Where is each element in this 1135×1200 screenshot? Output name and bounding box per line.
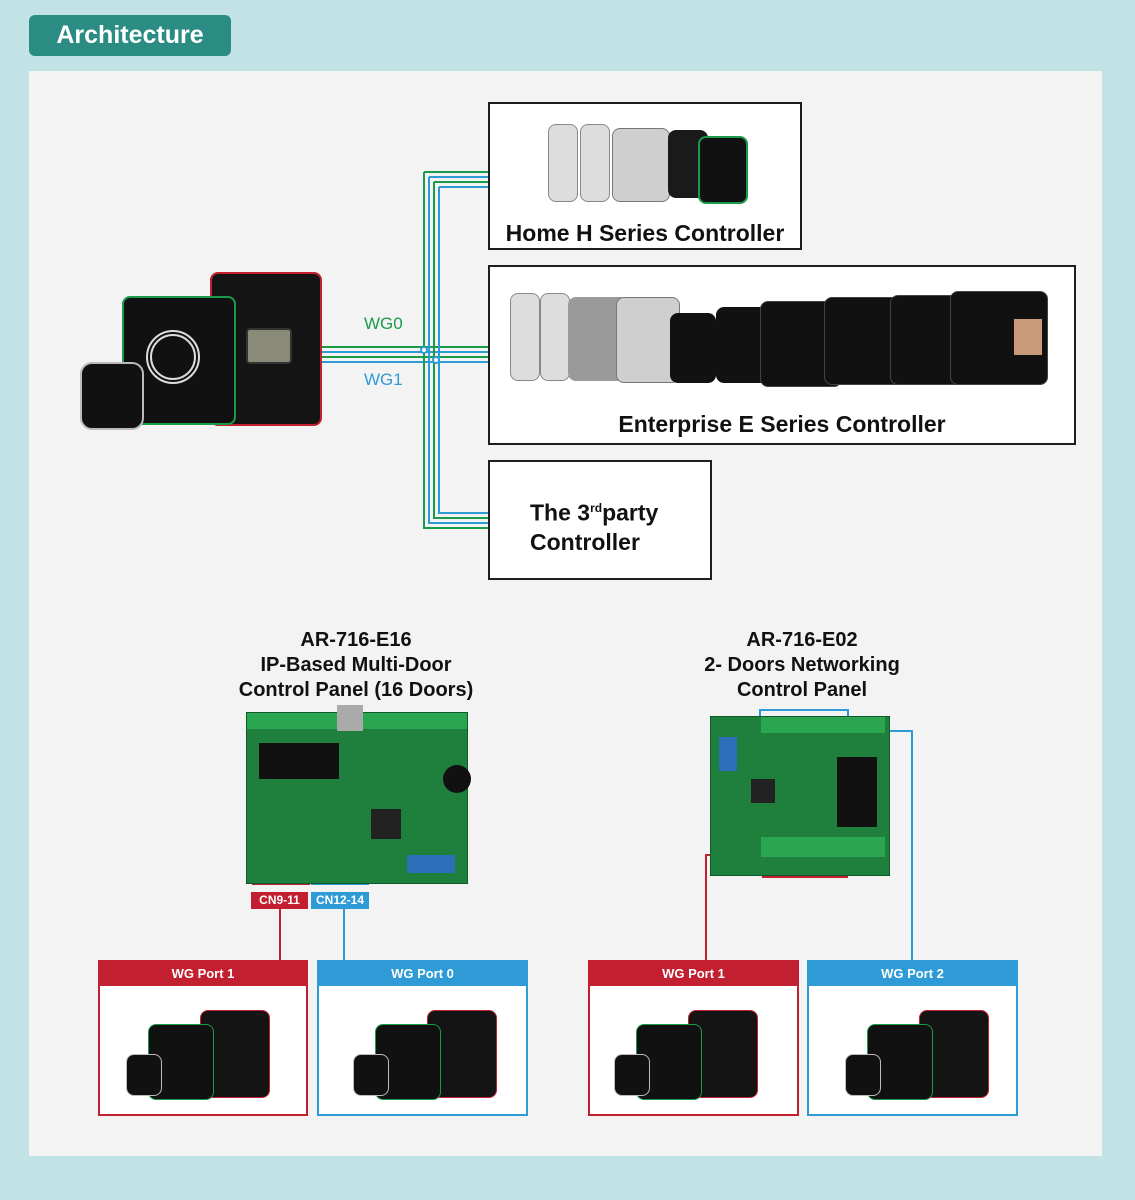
e02-wg-port1-box: WG Port 1 [588,960,799,1116]
e02-title: AR-716-E02 2- Doors Networking Control P… [704,629,900,701]
mini-reader-icon [80,362,144,430]
home-series-label: Home H Series Controller [505,220,785,246]
port-header: WG Port 2 [809,962,1016,986]
cn12-14-tag: CN12-14 [311,892,369,909]
third-party-box: The 3rdparty Controller [488,460,712,580]
home-devices-row [548,120,748,204]
e02-board-icon [710,716,890,876]
port-header: WG Port 1 [590,962,797,986]
card-reader-icon [353,998,503,1100]
enterprise-series-box: Enterprise E Series Controller [488,265,1076,445]
card-reader-icon [845,998,995,1100]
enterprise-series-label: Enterprise E Series Controller [618,411,946,437]
reader-sensor-icon [246,328,292,364]
e16-title: AR-716-E16 IP-Based Multi-Door Control P… [238,629,474,701]
home-series-box: Home H Series Controller [488,102,802,250]
e16-wg-port1-box: WG Port 1 [98,960,308,1116]
card-reader-icon [614,998,764,1100]
contactless-symbol-icon [146,330,200,384]
e16-board-icon [246,705,471,884]
wg0-label: WG0 [364,314,403,333]
port-header: WG Port 0 [319,962,526,986]
enterprise-devices-row [510,285,1058,389]
cn9-11-tag: CN9-11 [251,892,308,909]
wg1-label: WG1 [364,370,403,389]
third-party-label: The 3rdparty Controller [530,499,659,555]
e16-wg-port0-box: WG Port 0 [317,960,528,1116]
e02-wg-port2-box: WG Port 2 [807,960,1018,1116]
port-header: WG Port 1 [100,962,306,986]
section-title: Architecture [29,15,231,56]
card-reader-icon [126,998,276,1100]
